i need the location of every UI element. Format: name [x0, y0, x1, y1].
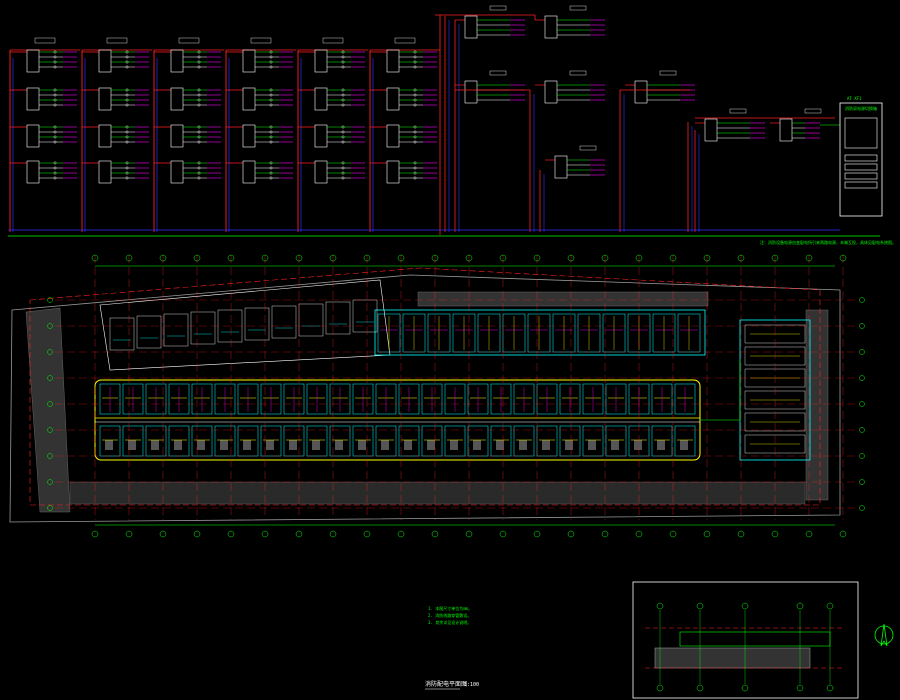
distribution-system-diagram: [9, 5, 840, 235]
north-block: [374, 309, 706, 356]
distribution-box: [226, 160, 293, 184]
hatch-left: [25, 307, 71, 513]
panel-title: AT-XF1: [847, 96, 862, 101]
riser-column: [153, 37, 224, 232]
fire-switch-panel: AT-XF1 消防双电源切换箱: [839, 96, 883, 217]
distribution-box: [10, 124, 77, 148]
distribution-box: [154, 160, 221, 184]
distribution-box: [82, 49, 149, 73]
distribution-box: [370, 124, 437, 148]
riser-column: [369, 37, 440, 232]
plan-scale: 1:100: [464, 682, 479, 688]
distribution-box: [298, 124, 365, 148]
distribution-box: [154, 87, 221, 111]
distribution-box: [82, 160, 149, 184]
sub-distribution-group: [535, 5, 605, 39]
sub-distribution-group: [695, 108, 765, 142]
legend-notes: 1. 本图尺寸单位为mm。 2. 消防线路穿管敷设。 3. 其余详见设计说明。: [428, 605, 472, 625]
distribution-box: [226, 87, 293, 111]
key-plan: [632, 581, 859, 699]
distribution-box: [82, 124, 149, 148]
distribution-box: [82, 87, 149, 111]
plan-details: [95, 299, 806, 457]
distribution-box: [370, 87, 437, 111]
sub-distribution-group: [625, 70, 695, 104]
plan-title: 消防配电平面图: [425, 680, 467, 688]
legend-line-1: 1. 本图尺寸单位为mm。: [428, 605, 472, 611]
sub-distribution-group: [770, 108, 822, 142]
distribution-box: [10, 49, 77, 73]
distribution-box: [298, 87, 365, 111]
hatch-right: [805, 309, 829, 501]
axis-grid: [47, 254, 865, 538]
distribution-box: [370, 160, 437, 184]
north-arrow-icon: [874, 623, 894, 647]
panel-subtitle: 消防双电源切换箱: [845, 105, 877, 111]
floor-plan: [9, 254, 865, 538]
distribution-box: [298, 160, 365, 184]
sub-distribution-group: [455, 70, 525, 104]
system-note: 注：消防设备电源由变配电所引来两路电源，末端互投，具体见配电系统图。: [760, 239, 896, 245]
red-boundary: [29, 267, 821, 506]
riser-column: [225, 37, 296, 232]
distribution-box: [226, 124, 293, 148]
legend-line-2: 2. 消防线路穿管敷设。: [428, 612, 471, 618]
main-building: [94, 379, 701, 461]
hatch-top-right: [417, 291, 709, 307]
distribution-box: [154, 49, 221, 73]
riser-column: [9, 37, 80, 232]
distribution-box: [298, 49, 365, 73]
legend-line-3: 3. 其余详见设计说明。: [428, 619, 471, 625]
site-outline: [9, 274, 841, 523]
distribution-box: [154, 124, 221, 148]
distribution-box: [370, 49, 437, 73]
distribution-box: [10, 160, 77, 184]
sub-distribution-group: [545, 145, 605, 179]
distribution-box: [226, 49, 293, 73]
distribution-box: [10, 87, 77, 111]
riser-column: [297, 37, 368, 232]
riser-column: [81, 37, 152, 232]
sub-distribution-group: [455, 5, 525, 39]
hatch-bottom: [69, 481, 806, 505]
sub-distribution-group: [535, 70, 605, 104]
